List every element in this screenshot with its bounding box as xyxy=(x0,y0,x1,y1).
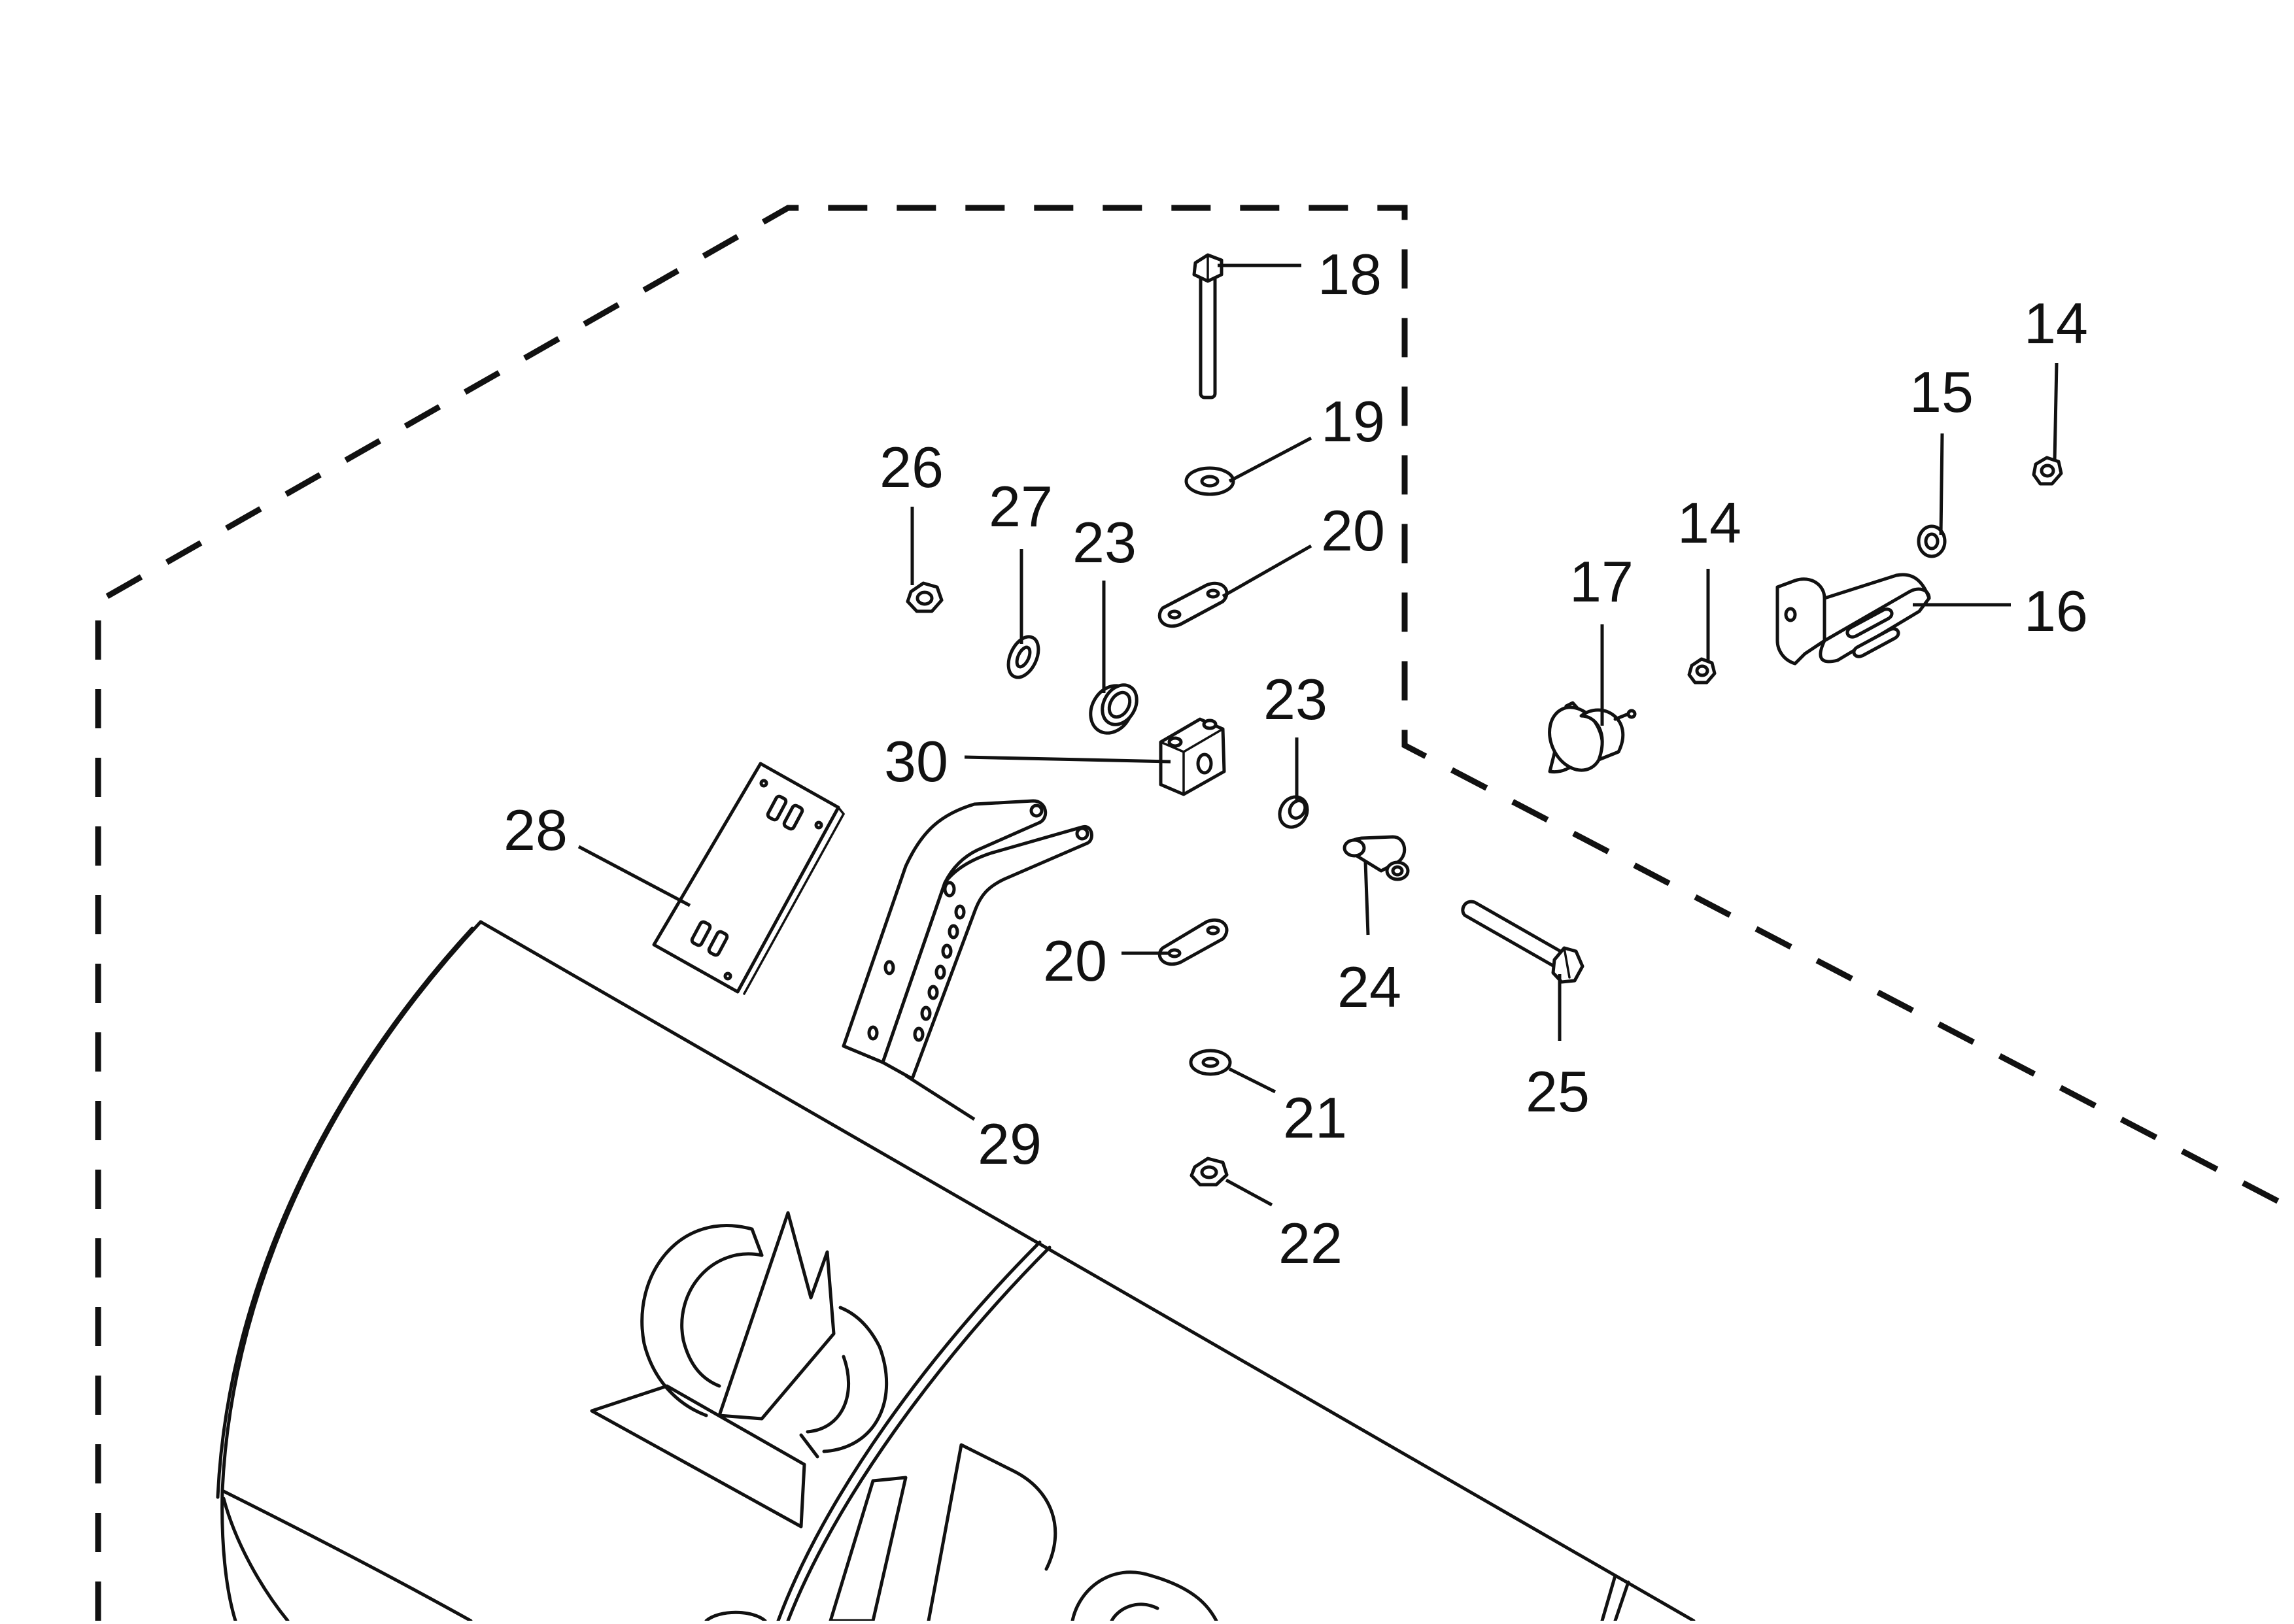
callout-30: 30 xyxy=(884,729,948,794)
part-26-nut xyxy=(906,581,944,613)
part-16-bracket xyxy=(1775,573,1931,666)
part-29-support-arm xyxy=(842,799,1093,1081)
part-25-bolt xyxy=(1461,900,1584,984)
callout-14-right: 14 xyxy=(2024,291,2088,356)
part-23-ring-upper xyxy=(1089,683,1138,735)
callout-17: 17 xyxy=(1569,549,1634,614)
part-30-clamp-block xyxy=(1159,717,1226,796)
part-23-ring-lower xyxy=(1278,795,1309,829)
callout-labels: 18 19 20 23 26 27 30 28 29 20 21 22 23 2… xyxy=(504,242,2088,1276)
callout-20-lower: 20 xyxy=(1043,928,1107,993)
part-17-buffer xyxy=(1548,701,1637,774)
part-15-washer xyxy=(1917,524,1947,558)
callout-20-upper: 20 xyxy=(1321,498,1385,563)
callout-19: 19 xyxy=(1321,389,1385,454)
brand-logo xyxy=(590,1211,1218,1623)
part-24-bushing xyxy=(1343,835,1410,881)
callout-16: 16 xyxy=(2024,579,2088,643)
callout-14-middle: 14 xyxy=(1677,490,1741,555)
part-21-washer xyxy=(1189,1049,1232,1076)
hood-body xyxy=(216,920,1696,1623)
part-14-nut-right xyxy=(2032,456,2063,486)
part-14-nut-middle xyxy=(1687,657,1717,685)
detail-boundary xyxy=(95,205,2294,1621)
callout-23-lower: 23 xyxy=(1263,667,1327,732)
part-22-nut xyxy=(1190,1157,1229,1187)
part-28-plate xyxy=(652,762,845,995)
callout-29: 29 xyxy=(978,1111,1042,1176)
callout-24: 24 xyxy=(1337,955,1401,1019)
part-20-plate-lower xyxy=(1157,918,1229,966)
callout-21: 21 xyxy=(1283,1085,1347,1150)
part-18-bolt xyxy=(1192,253,1224,399)
leader-lines xyxy=(577,263,2059,1207)
callout-23-upper: 23 xyxy=(1072,510,1137,575)
part-20-plate-upper xyxy=(1157,581,1229,628)
callout-26: 26 xyxy=(880,435,944,499)
callout-25: 25 xyxy=(1526,1059,1590,1124)
callout-15: 15 xyxy=(1909,360,1974,424)
part-27-washer xyxy=(1006,635,1040,679)
callout-27: 27 xyxy=(989,474,1053,539)
part-19-washer xyxy=(1184,466,1235,496)
callout-28: 28 xyxy=(504,798,568,862)
callout-22: 22 xyxy=(1278,1211,1343,1276)
callout-18: 18 xyxy=(1318,242,1382,307)
